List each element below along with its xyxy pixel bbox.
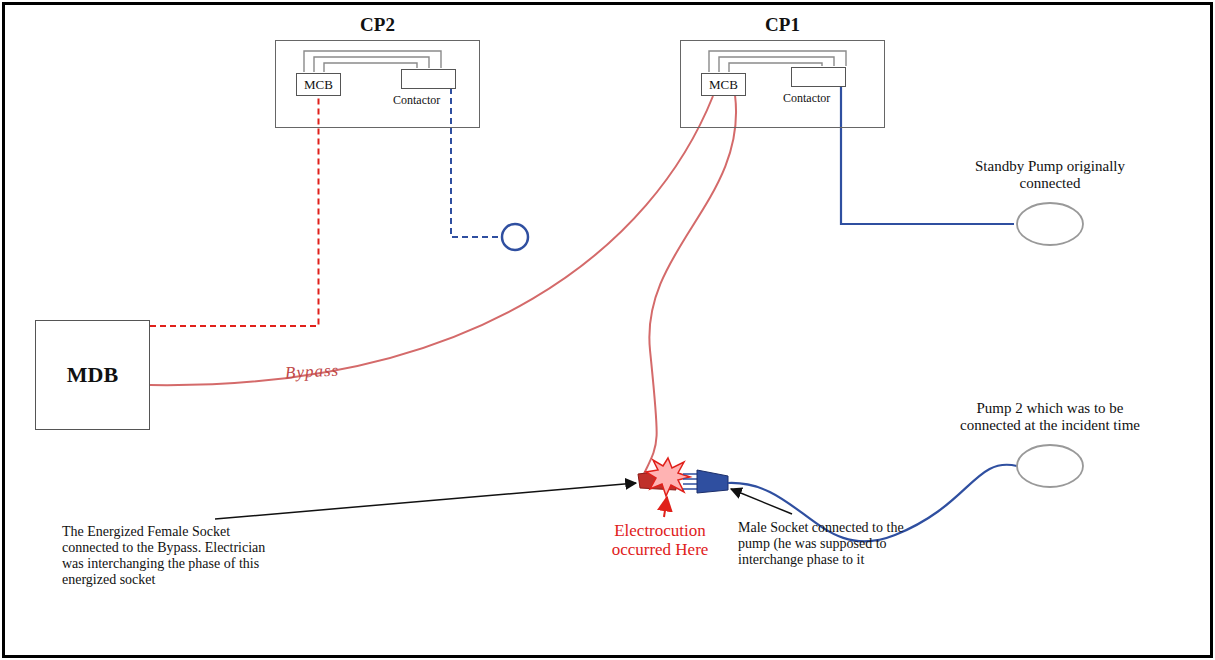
annotation-note: Male Socket connected to the pump (he wa…	[738, 520, 933, 568]
pump-circle	[1017, 445, 1083, 487]
pump-label: Standby Pump originally connected	[965, 158, 1135, 192]
pump: Pump 2 which was to be connected at the …	[955, 400, 1145, 490]
pump-circle	[502, 224, 528, 250]
control-panel: CP1MCBContactor	[680, 40, 885, 128]
connector-wire	[150, 96, 713, 385]
contactor-box: Contactor	[791, 67, 846, 87]
panel-box: MDB	[35, 320, 150, 430]
pump-outline	[1014, 200, 1086, 248]
panel-title: CP1	[681, 14, 884, 36]
connector-wire	[150, 96, 319, 326]
panel-box: MCB	[296, 73, 341, 96]
spark-star	[646, 458, 690, 496]
male-plug	[697, 470, 728, 493]
pump: Standby Pump originally connected	[965, 158, 1135, 248]
box-label: MCB	[709, 77, 738, 93]
pump-outline	[1014, 442, 1086, 490]
panel-box: MCB	[701, 73, 746, 96]
dashed-feed	[451, 88, 502, 237]
leader-arrow	[664, 497, 667, 517]
male-plug-pins	[683, 474, 697, 489]
wire-label: Bypass	[285, 361, 340, 384]
box-label: MDB	[67, 362, 118, 388]
panel-title: CP2	[276, 14, 479, 36]
component-label: Contactor	[393, 93, 440, 108]
box-label: MCB	[304, 77, 333, 93]
component-label: Contactor	[783, 91, 830, 106]
pump-label: Pump 2 which was to be connected at the …	[955, 400, 1145, 434]
contactor-box: Contactor	[401, 69, 456, 89]
control-panel: CP2MCBContactor	[275, 40, 480, 128]
leader-arrow	[215, 483, 636, 519]
connector-wire	[841, 87, 1014, 224]
annotation-note: The Energized Female Socket connected to…	[62, 524, 290, 588]
incident-marker: Electrocution occurred Here	[585, 521, 735, 559]
leader-arrow	[731, 489, 792, 514]
pump-circle	[1017, 203, 1083, 245]
socket-cable	[642, 95, 736, 478]
